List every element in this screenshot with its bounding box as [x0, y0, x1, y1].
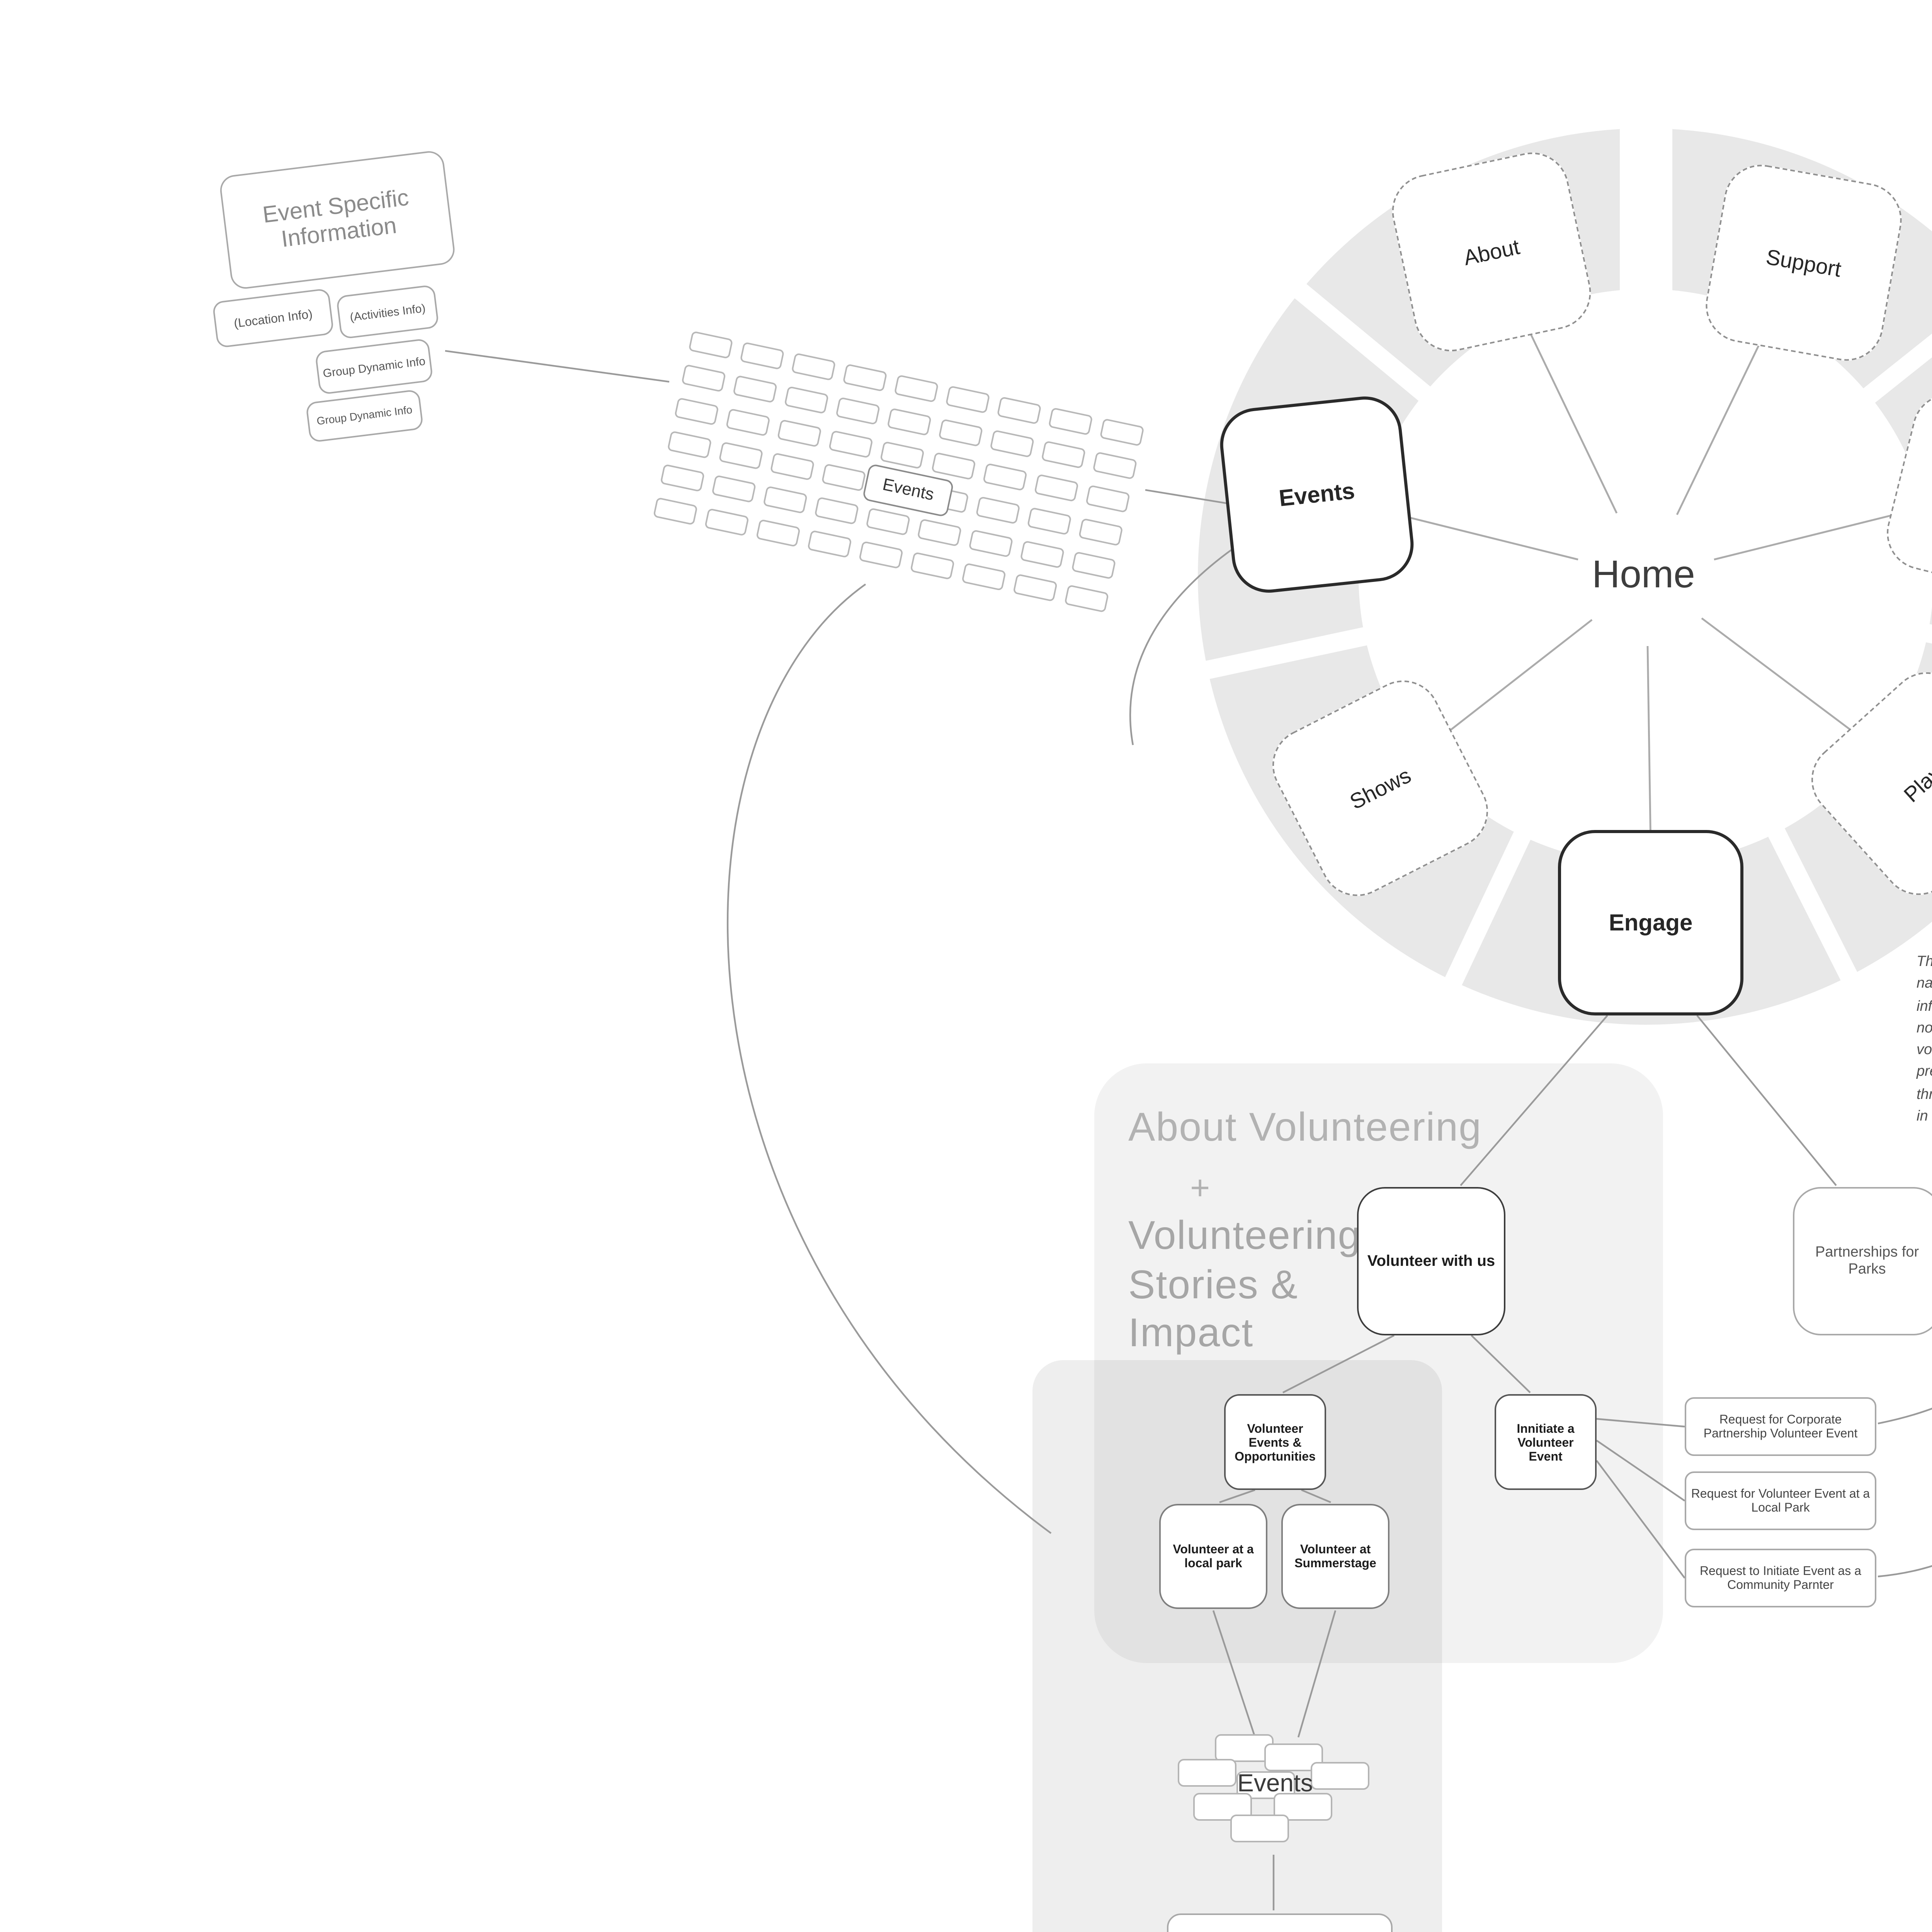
grid-cell [660, 464, 705, 492]
grid-cell [982, 463, 1028, 492]
grid-cell [975, 496, 1020, 525]
grid-cell [653, 497, 698, 526]
volunteer-local-park-node: Volunteer at a local park [1159, 1504, 1267, 1609]
grid-cell [1020, 540, 1065, 569]
grid-cell [763, 485, 808, 514]
group-dynamic-box-2: Group Dynamic Info [305, 389, 424, 443]
grid-cell [938, 418, 983, 447]
request-corporate-partnership-label: Request for Corporate Partnership Volunt… [1703, 1413, 1858, 1440]
request-local-park-label: Request for Volunteer Event at a Local P… [1691, 1487, 1870, 1515]
grid-cell [821, 463, 866, 492]
activities-info-label: (Activities Info) [349, 300, 426, 323]
request-community-partner-box: Request to Initiate Event as a Community… [1685, 1549, 1876, 1607]
panel-heading-bottom: Volunteering Stories & Impact [1128, 1212, 1361, 1356]
volunteer-events-opps-node: Volunteer Events & Opportunities [1224, 1394, 1326, 1490]
grid-cell [784, 386, 829, 414]
grid-cell [770, 452, 815, 481]
grid-cell [887, 408, 932, 436]
nav-node-engage: Engage [1558, 830, 1743, 1015]
event-info-title-box: Event Specific Information [218, 149, 456, 291]
nav-node-shows-label: Shows [1345, 762, 1415, 814]
activities-info-box: (Activities Info) [336, 284, 439, 340]
request-local-park-box: Request for Volunteer Event at a Local P… [1685, 1471, 1876, 1530]
events-cluster: Events [1175, 1731, 1376, 1855]
grid-cell [704, 508, 750, 536]
grid-cell [814, 497, 859, 525]
volunteer-with-us-label: Volunteer with us [1367, 1253, 1495, 1270]
grid-cell [1085, 485, 1131, 513]
grid-cell [931, 452, 976, 480]
grid-cell [1027, 507, 1072, 536]
grid-cell [1034, 474, 1079, 502]
group-dynamic-box-1: Group Dynamic Info [315, 338, 434, 395]
events-cluster-label-text: Events [1237, 1771, 1313, 1798]
group-dynamic-label-1: Group Dynamic Info [322, 353, 426, 380]
grid-cell [835, 396, 881, 425]
grid-cell [858, 541, 904, 569]
grid-cell [681, 364, 726, 393]
nav-node-play-label: Play [1899, 760, 1932, 807]
initiate-volunteer-event-node: Innitiate a Volunteer Event [1495, 1394, 1597, 1490]
scope-annotation: The scope of this site map is centered o… [1917, 954, 1932, 1125]
event-card [1178, 1759, 1236, 1787]
grid-cell [674, 397, 719, 426]
nav-node-about-label: About [1461, 234, 1522, 270]
panel-heading-top: About Volunteering [1128, 1104, 1482, 1150]
grid-cell [1071, 551, 1116, 580]
volunteer-summerstage-label: Volunteer at Summerstage [1294, 1543, 1376, 1570]
location-info-box: (Location Info) [212, 288, 335, 349]
grid-cell [1064, 584, 1109, 613]
nav-node-engage-label: Engage [1609, 910, 1693, 936]
grid-cell [917, 518, 962, 547]
volunteer-with-us-node: Volunteer with us [1357, 1187, 1505, 1335]
grid-cell [990, 429, 1035, 458]
grid-cell [828, 430, 874, 459]
home-node: Home [1592, 553, 1695, 597]
events-cluster-label: Events [1175, 1771, 1376, 1799]
grid-cell [866, 507, 911, 536]
event-card [1230, 1815, 1289, 1842]
grid-cell [777, 419, 822, 448]
grid-cell [1078, 518, 1123, 546]
volunteer-summerstage-node: Volunteer at Summerstage [1281, 1504, 1389, 1609]
top-event-info-group: Event Specific Information (Location Inf… [185, 126, 517, 484]
grid-cell [725, 408, 771, 437]
request-community-partner-label: Request to Initiate Event as a Community… [1699, 1564, 1861, 1592]
grid-cell [718, 441, 764, 470]
event-info-title: Event Specific Information [261, 185, 410, 253]
event-card [1215, 1734, 1274, 1762]
grid-cell [1012, 573, 1058, 602]
nav-node-events-label: Events [1277, 477, 1356, 512]
grid-cell [968, 529, 1014, 558]
grid-cell [961, 563, 1007, 591]
initiate-volunteer-event-label: Innitiate a Volunteer Event [1517, 1421, 1575, 1463]
nav-node-about: About [1385, 145, 1598, 359]
grid-cell [732, 375, 778, 403]
event-card [1311, 1762, 1369, 1790]
nav-node-events: Events [1216, 393, 1417, 597]
event-info-title-box-bottom: Event Specific Information [1167, 1913, 1393, 1932]
partnerships-for-parks-label: Partnerships for Parks [1815, 1244, 1919, 1278]
nav-node-support: Support [1700, 159, 1908, 367]
grid-cell [711, 474, 757, 503]
grid-cell [1041, 440, 1086, 469]
volunteer-events-opps-label: Volunteer Events & Opportunities [1235, 1421, 1316, 1463]
events-grid-label-text: Events [881, 476, 936, 505]
grid-cell [807, 530, 852, 558]
nav-node-support-label: Support [1764, 244, 1844, 282]
grid-cell [1092, 451, 1138, 480]
grid-cell [667, 430, 712, 459]
request-corporate-partnership-box: Request for Corporate Partnership Volunt… [1685, 1397, 1876, 1456]
partnerships-for-parks-node: Partnerships for Parks [1793, 1187, 1932, 1335]
grid-cell [879, 441, 925, 469]
panel-plus: + [1190, 1168, 1210, 1207]
volunteer-local-park-label: Volunteer at a local park [1173, 1543, 1254, 1570]
grid-cell [755, 519, 801, 548]
grid-cell [910, 551, 955, 580]
location-info-label: (Location Info) [233, 306, 313, 330]
group-dynamic-label-2: Group Dynamic Info [316, 405, 413, 427]
